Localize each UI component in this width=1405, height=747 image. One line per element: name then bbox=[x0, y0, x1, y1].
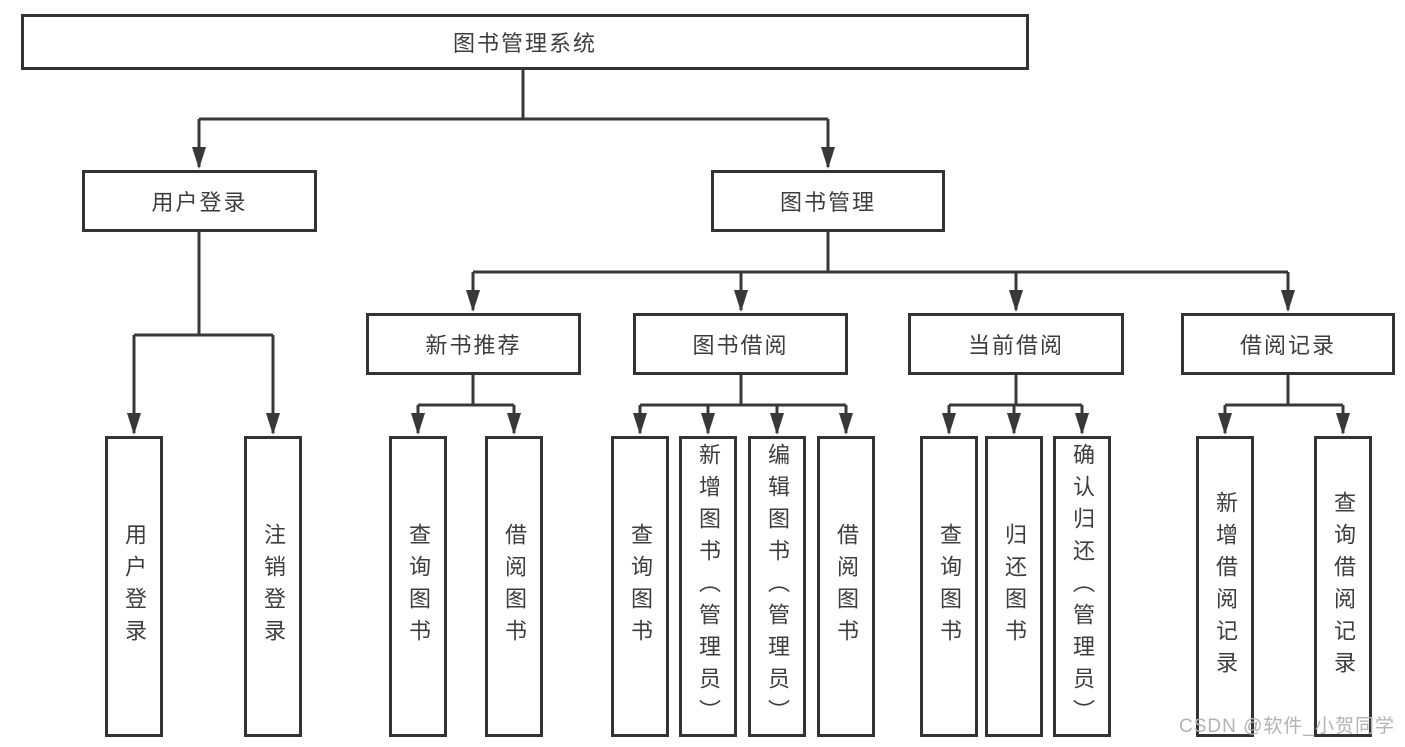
leaf-label: 借阅图书 bbox=[834, 522, 859, 651]
node-borrow-records: 借阅记录 bbox=[1181, 313, 1395, 375]
node-book-borrow-label: 图书借阅 bbox=[692, 333, 789, 358]
node-leaf-query-books-current: 查询图书 bbox=[920, 436, 978, 737]
node-leaf-logout: 注销登录 bbox=[244, 436, 302, 737]
node-leaf-edit-books-admin: 编辑图书（管理员） bbox=[748, 436, 806, 737]
leaf-label: 借阅图书 bbox=[502, 522, 527, 651]
node-leaf-borrow-books-recommend: 借阅图书 bbox=[485, 436, 543, 737]
node-borrow-records-label: 借阅记录 bbox=[1239, 333, 1336, 358]
leaf-label: 查询图书 bbox=[628, 522, 653, 651]
node-new-book-recommend: 新书推荐 bbox=[366, 313, 581, 375]
node-leaf-query-books-recommend: 查询图书 bbox=[389, 436, 447, 737]
node-current-borrow: 当前借阅 bbox=[908, 313, 1124, 375]
leaf-label: 确认归还（管理员） bbox=[1070, 442, 1095, 731]
node-book-management-label: 图书管理 bbox=[779, 190, 876, 215]
leaf-label: 新增借阅记录 bbox=[1213, 490, 1238, 683]
node-root-label: 图书管理系统 bbox=[452, 31, 597, 56]
node-current-borrow-label: 当前借阅 bbox=[967, 333, 1064, 358]
node-leaf-user-login: 用户登录 bbox=[105, 436, 163, 737]
csdn-watermark: CSDN @软件_小贺同学 bbox=[1179, 716, 1395, 737]
node-root-library-system: 图书管理系统 bbox=[21, 14, 1029, 70]
node-leaf-query-books-borrow: 查询图书 bbox=[611, 436, 669, 737]
leaf-label: 查询图书 bbox=[406, 522, 431, 651]
leaf-label: 新增图书（管理员） bbox=[696, 442, 721, 731]
leaf-label: 查询借阅记录 bbox=[1331, 490, 1356, 683]
node-user-login-label: 用户登录 bbox=[151, 190, 248, 215]
leaf-label: 注销登录 bbox=[261, 522, 286, 651]
leaf-label: 编辑图书（管理员） bbox=[765, 442, 790, 731]
leaf-label: 用户登录 bbox=[122, 522, 147, 651]
node-book-management: 图书管理 bbox=[711, 170, 945, 232]
node-book-borrow: 图书借阅 bbox=[633, 313, 848, 375]
node-leaf-return-books: 归还图书 bbox=[985, 436, 1043, 737]
node-leaf-query-borrow-record: 查询借阅记录 bbox=[1314, 436, 1372, 737]
leaf-label: 归还图书 bbox=[1002, 522, 1027, 651]
node-leaf-confirm-return-admin: 确认归还（管理员） bbox=[1053, 436, 1111, 737]
node-leaf-add-books-admin: 新增图书（管理员） bbox=[679, 436, 737, 737]
node-leaf-borrow-books: 借阅图书 bbox=[817, 436, 875, 737]
node-user-login: 用户登录 bbox=[82, 170, 317, 232]
leaf-label: 查询图书 bbox=[937, 522, 962, 651]
node-new-book-recommend-label: 新书推荐 bbox=[425, 333, 522, 358]
node-leaf-add-borrow-record: 新增借阅记录 bbox=[1196, 436, 1254, 737]
